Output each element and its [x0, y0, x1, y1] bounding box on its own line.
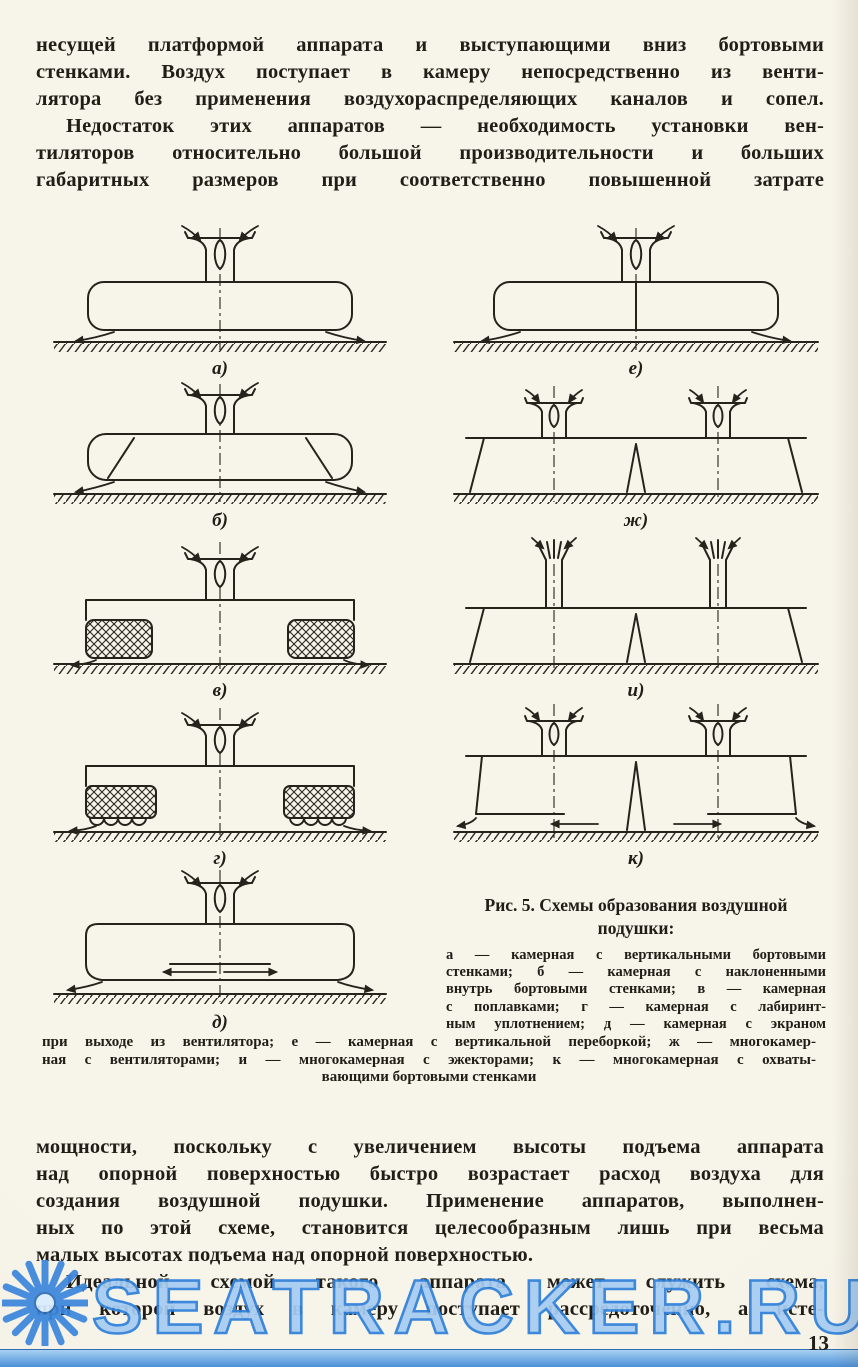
diagram-i-label: и) [627, 680, 645, 701]
paragraph-top-2: Недостаток этих аппаратов — необходимост… [36, 115, 824, 191]
labyrinth-seal-right [289, 817, 347, 826]
ground-hatch [454, 833, 818, 842]
diagram-e-chamber-vertical-partition: е) [438, 224, 834, 379]
diagram-g-drawing [53, 708, 387, 842]
ground-hatch [54, 995, 386, 1004]
diagram-d-chamber-with-screen: д) [40, 868, 400, 1033]
diagram-b-label: б) [212, 510, 228, 531]
side-block-right [283, 785, 355, 819]
paragraph-bottom-2: Идеальной схемой такого аппарата может с… [36, 1271, 824, 1320]
top-paragraphs: несущей платформой аппарата и выступающи… [36, 32, 824, 194]
ground-hatch [54, 833, 386, 842]
central-partition [626, 761, 646, 831]
diagram-k-multichamber-enclosing-walls: к) [438, 700, 834, 869]
airflow-arrows [73, 225, 367, 345]
platform-outline [85, 765, 355, 787]
central-partition [626, 613, 646, 663]
float-left [85, 619, 153, 659]
diagram-zh-label: ж) [623, 510, 649, 531]
diagram-v-label: в) [212, 680, 228, 701]
side-block-left [85, 785, 157, 819]
ground-hatch [454, 665, 818, 674]
outer-walls [469, 437, 803, 493]
diagram-zh-multichamber-with-fans: ж) [438, 382, 834, 531]
airflow-arrows [65, 870, 375, 994]
diagram-d-drawing [53, 870, 387, 1004]
float-right [287, 619, 355, 659]
diagram-b-drawing [53, 382, 387, 504]
centerlines [553, 386, 719, 502]
centerlines [553, 564, 719, 672]
airflow-arrows [455, 707, 817, 830]
diagram-v-chamber-with-floats: в) [40, 536, 400, 701]
diagram-g-label: г) [213, 848, 227, 869]
central-partition [626, 443, 646, 493]
diagram-d-label: д) [212, 1012, 228, 1033]
airflow-arrows [67, 712, 373, 835]
ground-hatch [54, 665, 386, 674]
diagram-a-chamber-vertical-walls: а) [40, 224, 400, 379]
hull-outline [87, 281, 353, 331]
ground-hatch [454, 495, 818, 504]
diagram-e-drawing [453, 225, 819, 352]
diagram-k-drawing [453, 704, 819, 842]
outer-walls [475, 755, 797, 815]
labyrinth-seal-left [89, 817, 147, 826]
page-number: 13 [808, 1331, 829, 1355]
diagram-e-label: е) [628, 358, 644, 379]
fan-icon [524, 715, 584, 757]
diagram-a-label: а) [212, 358, 228, 379]
ground-hatch [54, 343, 386, 352]
figure-5: а) [0, 218, 858, 1038]
fan-icon [184, 388, 256, 435]
diagram-k-label: к) [628, 848, 644, 869]
centerlines [553, 704, 719, 840]
diagram-b-chamber-inclined-walls: б) [40, 382, 400, 531]
airflow-arrows [73, 382, 367, 495]
diagram-g-chamber-labyrinth-seal: г) [40, 700, 400, 869]
diagram-i-drawing [453, 537, 819, 674]
airflow-arrows [531, 537, 741, 550]
hull-outline [85, 923, 355, 981]
diagram-v-drawing [53, 542, 387, 674]
ejector-icon [538, 539, 570, 609]
diagram-zh-drawing [453, 386, 819, 504]
paragraph-bottom-1: мощности, поскольку с увеличением высоты… [36, 1136, 824, 1266]
ejector-icon [702, 539, 734, 609]
figure-caption-bottom-text: при выходе из вентилятора; е — камерная … [42, 1034, 816, 1086]
bottom-paragraphs: мощности, поскольку с увеличением высоты… [36, 1134, 824, 1323]
ground-hatch [454, 343, 818, 352]
diagram-i-multichamber-with-ejectors: и) [438, 536, 834, 701]
inclined-walls [107, 437, 333, 479]
bottom-blue-band [0, 1349, 858, 1367]
diagram-a-drawing [53, 225, 387, 352]
hull-outline [87, 433, 353, 481]
paragraph-top-1: несущей платформой аппарата и выступающи… [36, 34, 824, 110]
platform-outline [85, 599, 355, 621]
ground-hatch [54, 495, 386, 504]
airflow-arrows [525, 389, 747, 404]
airflow-arrows [479, 225, 793, 345]
outer-walls [469, 607, 803, 663]
